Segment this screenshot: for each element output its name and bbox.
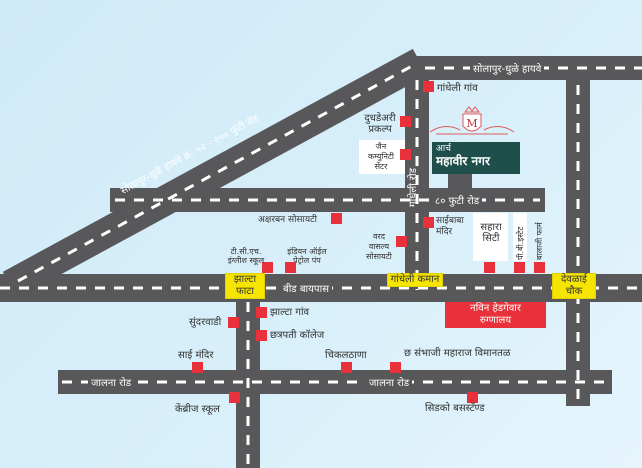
label-gandheli-gaon: गांधेली गांव	[437, 83, 478, 94]
junction-zhalta-fata: झाल्टा फाटा	[225, 273, 265, 299]
pin-varad	[396, 236, 407, 247]
svg-text:M: M	[466, 117, 477, 130]
pin-zhalta-gaon	[256, 307, 267, 318]
project-title: आर्च महावीर नगर	[432, 142, 520, 174]
estate-box	[513, 213, 527, 261]
road-label-jalna-1: जालना रोड	[88, 375, 135, 389]
pin-saibaba	[423, 217, 434, 228]
jain-box	[359, 140, 405, 174]
pin-ioc	[285, 262, 296, 273]
label-sai: साई मंदिर	[178, 350, 214, 361]
label-varad: वरद वासल्य सोसायटी	[366, 232, 392, 261]
junction-gandheli-kaman: गांधेली कमान	[387, 273, 443, 287]
label-estate: पी.बी.इस्टेट	[516, 226, 525, 260]
project-title-small: आर्च	[436, 144, 451, 154]
sahara-box	[473, 213, 508, 261]
label-dudhdairy: दुधडेअरी प्रकल्प	[364, 113, 396, 135]
pin-cidco	[467, 392, 478, 403]
pin-jain	[400, 149, 411, 160]
project-title-main: महावीर नगर	[436, 154, 490, 168]
pin-sahara	[484, 262, 495, 273]
pin-chhatrapati	[256, 330, 267, 341]
road-label-80ft: ८० फुटी रोड	[432, 193, 483, 207]
pin-akshar	[331, 213, 342, 224]
label-balaji: बालाजी फार्म	[535, 222, 544, 260]
pin-estate	[514, 262, 525, 273]
road-label-gandheli: गांधेली रोड	[408, 168, 419, 207]
road-label-jalna-2: जालना रोड	[366, 375, 413, 389]
label-chikal: चिकलठाणा	[325, 350, 367, 361]
road-label-highway: सोलापुर-धुळे हायवे	[470, 61, 545, 75]
label-zhalta-gaon: झाल्टा गांव	[270, 307, 310, 318]
label-ioc: इंडियन ऑईल पेट्रोल पंप	[287, 247, 327, 265]
pin-sundarwadi	[228, 317, 239, 328]
label-sahara: सहारा सिटी	[480, 222, 502, 244]
hospital-box: नविन हेडगेवार रुग्णालय	[445, 302, 546, 328]
label-akshar: अक्षरबन सोसायटी	[258, 215, 317, 225]
pin-balaji	[534, 262, 545, 273]
label-saibaba: साईबाबा मंदिर	[436, 216, 464, 237]
label-jain: जैन कम्युनिटी सेंटर	[368, 142, 394, 171]
pin-cambridge	[229, 392, 240, 403]
label-sundarwadi: सुंदरवाडी	[189, 317, 222, 328]
label-cambridge: केंब्रीज स्कूल	[175, 404, 220, 415]
label-tcs: टी.सी.एच. इंग्लीश स्कूल	[227, 247, 265, 265]
junction-deolai-chowk: देवळाई चौक	[552, 273, 596, 299]
label-chhatrapati: छत्रपती कॉलेज	[270, 330, 325, 341]
pin-gandheli-gaon	[423, 81, 434, 92]
pin-chikal	[341, 362, 352, 373]
road-markings	[0, 64, 642, 468]
pin-sai	[192, 362, 203, 373]
pin-tcs	[262, 262, 273, 273]
label-airport: छ संभाजी महाराज विमानतळ	[404, 348, 511, 359]
label-cidco: सिडको बसस्टॅण्ड	[425, 403, 485, 414]
pin-dudhdairy	[400, 116, 411, 127]
pin-airport	[390, 362, 401, 373]
crest-logo: M	[429, 106, 515, 135]
road-label-bypass: बीड बायपास	[280, 281, 332, 295]
